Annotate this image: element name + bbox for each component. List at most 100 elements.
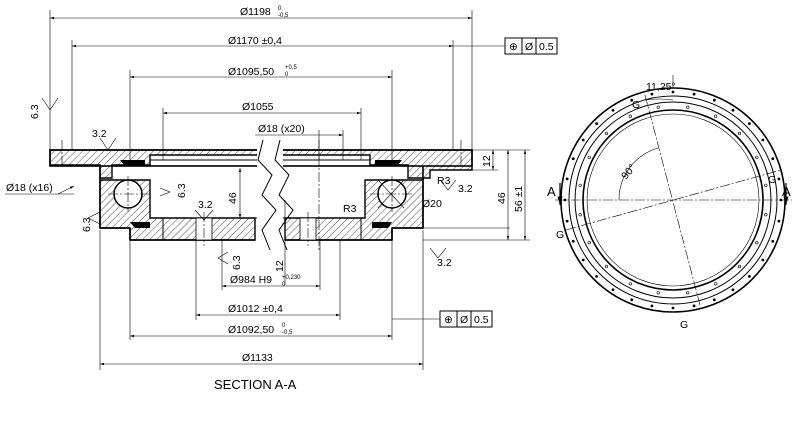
dim-1198-tol-up: 0	[278, 6, 282, 12]
label-g-right: G	[768, 174, 776, 186]
plan-holes	[563, 90, 783, 310]
roughness-7: 3.2	[458, 183, 473, 195]
bolt-hole-outer	[771, 157, 775, 161]
bolt-hole-outer	[581, 138, 585, 142]
angle-arc-inner	[618, 147, 659, 201]
dim-46-left: 46	[227, 192, 239, 204]
dim-984-tol-lo: 0	[282, 282, 286, 288]
dim-1092-tol-lo: -0,5	[282, 330, 293, 336]
bolt-hole-outer	[671, 90, 675, 94]
position-symbol-top: ⊕	[509, 41, 518, 53]
center-lines	[61, 140, 462, 250]
bolt-hole-inner	[714, 114, 718, 118]
bolt-hole-inner	[755, 241, 759, 245]
section-view: Ø1198 0 -0,5 Ø1170 ±0,4 Ø1095,50 +0,5 0 …	[5, 6, 558, 392]
dim-1092-tol-up: 0	[282, 323, 286, 329]
bolt-hole-outer	[712, 98, 716, 102]
position-symbol-bottom: ⊕	[444, 314, 453, 326]
angle-inner-label: 90°	[619, 162, 638, 182]
bolt-hole-inner	[714, 282, 718, 286]
bolt-hole-outer	[777, 177, 781, 181]
bolt-hole-outer	[731, 108, 735, 112]
seals	[120, 160, 402, 228]
bolt-hole-outer	[565, 177, 569, 181]
bolt-hole-outer	[777, 219, 781, 223]
roughness-8: 3.2	[437, 257, 452, 269]
dim-holes-large: Ø18 (x16)	[6, 182, 53, 194]
bolt-hole-inner	[604, 131, 609, 136]
ball-right	[370, 176, 414, 212]
dim-r3b: R3	[343, 203, 357, 215]
bolt-hole-inner	[755, 155, 759, 159]
bolt-hole-inner	[578, 213, 582, 217]
roughness-3: 6.3	[176, 183, 188, 198]
bolt-hole-inner	[686, 105, 690, 109]
bolt-hole-outer	[748, 275, 751, 278]
dim-984: Ø984 H9	[230, 274, 272, 286]
dimension-lines	[50, 16, 505, 366]
dim-984-tol-up: +0,230	[282, 275, 301, 281]
label-g-top: G	[632, 99, 640, 111]
bolt-hole-outer	[571, 157, 575, 161]
bolt-hole-inner	[604, 264, 609, 269]
bolt-hole-outer	[761, 138, 765, 142]
position-value-bottom: 0.5	[474, 314, 489, 326]
bolt-hole-inner	[656, 105, 660, 109]
bolt-hole-outer	[565, 219, 569, 223]
position-tolerance-bottom	[439, 310, 493, 328]
angle-top-label: 11,25°	[646, 81, 676, 93]
bolt-hole-outer	[581, 258, 585, 262]
dim-56: 56 ±1	[513, 186, 525, 212]
bolt-hole-inner	[686, 291, 690, 295]
position-diameter-top: Ø	[525, 41, 533, 53]
dim-12-top: 12	[481, 155, 493, 167]
bolt-hole-outer	[630, 98, 634, 102]
bolt-hole-inner	[656, 291, 660, 295]
bolt-hole-outer	[731, 288, 735, 292]
bolt-hole-outer	[595, 275, 598, 278]
bolt-hole-outer	[748, 122, 751, 125]
bolt-hole-outer	[761, 258, 765, 262]
label-g-left: G	[556, 229, 564, 241]
bolt-hole-outer	[650, 92, 654, 96]
g-axis-2	[644, 94, 701, 306]
dim-1170: Ø1170 ±0,4	[228, 35, 282, 47]
bolt-hole-outer	[611, 288, 615, 292]
bottom-holes	[195, 212, 317, 246]
dim-1055: Ø1055	[242, 101, 274, 113]
bolt-hole-inner	[587, 155, 591, 159]
bolt-hole-outer	[771, 239, 775, 243]
dim-1198-tol-lo: -0,5	[278, 13, 289, 19]
section-mark-left: A	[547, 184, 556, 199]
bolt-hole-outer	[650, 304, 654, 308]
height-dims	[238, 149, 530, 285]
bolt-hole-outer	[692, 304, 696, 308]
dim-1092: Ø1092,50	[228, 324, 274, 336]
extension-lines	[49, 10, 473, 370]
dim-holes-small: Ø18 (x20)	[258, 123, 305, 135]
dim-1198: Ø1198	[240, 6, 271, 18]
bolt-hole-inner	[737, 131, 742, 136]
bolt-hole-outer	[611, 108, 615, 112]
roughness-symbols	[41, 97, 457, 265]
bolt-hole-inner	[764, 213, 768, 217]
hole-leader	[5, 185, 75, 195]
roughness-1: 6.3	[29, 104, 41, 119]
plan-view: 11,25° 90° G G G G A A	[547, 75, 792, 331]
label-g-bottom: G	[680, 319, 688, 331]
bolt-hole-inner	[737, 264, 742, 269]
bolt-hole-outer	[671, 306, 675, 310]
roughness-4: 3.2	[198, 199, 213, 211]
bolt-hole-outer	[630, 298, 634, 302]
dim-46-right: 46	[496, 192, 508, 204]
position-value-top: 0.5	[539, 41, 554, 53]
bolt-hole-inner	[587, 241, 591, 245]
break-line	[257, 139, 294, 251]
bolt-hole-outer	[595, 122, 598, 125]
g-axis-1	[565, 169, 782, 231]
dim-1095-tol-lo: 0	[285, 72, 289, 78]
position-diameter-bottom: Ø	[460, 314, 468, 326]
bolt-hole-inner	[628, 114, 632, 118]
dim-r3a: R3	[437, 175, 451, 187]
